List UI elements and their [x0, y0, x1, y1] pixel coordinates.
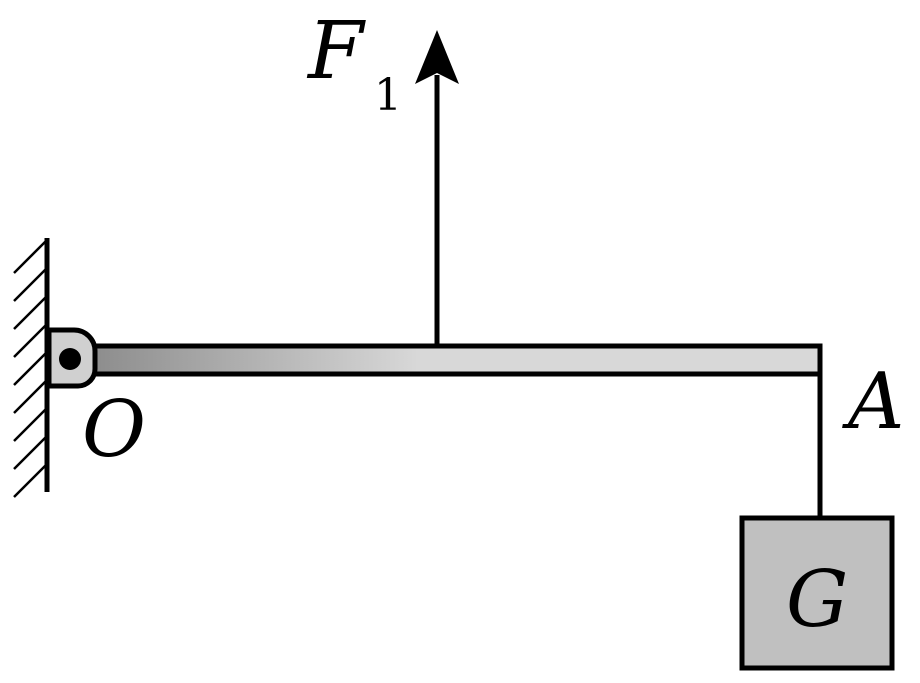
force-label: F: [306, 4, 366, 97]
force-subscript: 1: [374, 70, 402, 121]
force-arrow: [415, 30, 459, 346]
end-point-label: A: [842, 357, 904, 447]
pivot-hinge: [46, 327, 98, 389]
pivot-pin: [59, 348, 81, 370]
force-arrow-head: [415, 30, 459, 84]
weight-label: G: [786, 555, 848, 645]
wall: [13, 238, 50, 498]
lever-bar: [87, 343, 823, 377]
wall-hatching: [13, 239, 48, 498]
weight-block: [739, 515, 895, 671]
pivot-label: O: [82, 385, 146, 475]
